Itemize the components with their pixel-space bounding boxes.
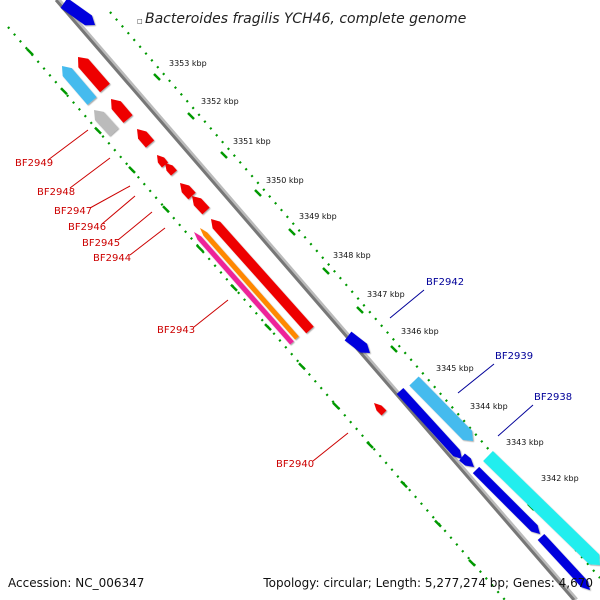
minus-strand-dotted-track <box>7 26 506 600</box>
gene-feature-orange <box>200 228 299 340</box>
kbp-major-tick <box>434 519 442 528</box>
label-leader-line <box>457 363 495 394</box>
kbp-major-tick <box>264 323 272 331</box>
kbp-tick-label: 3345 kbp <box>436 364 474 373</box>
gene-arrow-top-blue <box>60 0 95 26</box>
label-leader-line <box>312 432 349 462</box>
gene-label-bf2940[interactable]: BF2940 <box>276 459 314 470</box>
gene-label-bf2939[interactable]: BF2939 <box>495 351 533 362</box>
kbp-tick-label: 3351 kbp <box>233 137 271 146</box>
kbp-major-tick <box>220 151 228 159</box>
kbp-major-tick <box>60 87 68 96</box>
kbp-major-tick <box>230 283 238 292</box>
gene-feature-lightblue <box>62 66 97 105</box>
gene-features <box>60 0 600 590</box>
kbp-major-tick <box>298 362 306 371</box>
gene-arrow-blue-tail <box>537 533 590 590</box>
gene-feature-gray <box>94 110 119 137</box>
kbp-major-tick <box>162 205 170 214</box>
kbp-major-tick <box>390 345 398 353</box>
gene-feature-lightblue-b <box>409 376 473 441</box>
kbp-tick-label: 3342 kbp <box>541 474 579 483</box>
genome-title: Bacteroides fragilis YCH46, complete gen… <box>145 11 466 27</box>
gene-arrow-bf2945 <box>165 163 177 176</box>
kbp-tick-label: 3348 kbp <box>333 251 371 260</box>
kbp-major-tick <box>128 166 136 174</box>
kbp-tick-label: 3343 kbp <box>506 438 544 447</box>
kbp-tick-label: 3350 kbp <box>266 176 304 185</box>
gene-arrow-bf2947 <box>137 129 155 148</box>
gene-label-bf2949[interactable]: BF2949 <box>15 158 53 169</box>
kbp-major-tick <box>288 228 296 236</box>
title-marker: □ <box>137 18 143 25</box>
kbp-major-tick <box>94 126 102 135</box>
kbp-tick-label: 3344 kbp <box>470 402 508 411</box>
kbp-major-tick <box>196 244 204 253</box>
gene-label-bf2947[interactable]: BF2947 <box>54 206 92 217</box>
gene-feature-cyan <box>483 450 600 565</box>
kbp-major-tick <box>332 401 340 410</box>
label-leader-line <box>47 129 89 161</box>
gene-arrow-bf2940 <box>374 403 387 416</box>
gene-label-bf2946[interactable]: BF2946 <box>68 222 106 233</box>
label-leader-line <box>117 211 153 241</box>
kbp-major-tick <box>254 189 262 197</box>
gene-arrow-bf2944b <box>192 196 210 215</box>
topology-text: Topology: circular; Length: 5,277,274 bp… <box>262 576 593 590</box>
label-leader-line <box>101 195 136 225</box>
gene-arrow-bf2948 <box>111 99 133 123</box>
kbp-major-tick <box>468 559 476 567</box>
kbp-tick-label: 3353 kbp <box>169 59 207 68</box>
genome-axis <box>54 0 576 600</box>
gene-arrow-bf2939 <box>396 387 462 459</box>
gene-labels: BF2949BF2948BF2947BF2946BF2945BF2944BF29… <box>15 129 572 470</box>
kbp-major-tick <box>366 441 374 449</box>
kbp-tick-label: 3352 kbp <box>201 97 239 106</box>
gene-arrow-bf2943 <box>211 219 314 334</box>
kbp-major-tick <box>26 48 34 56</box>
gene-label-bf2943[interactable]: BF2943 <box>157 325 195 336</box>
label-leader-line <box>389 289 425 319</box>
kbp-tick-label: 3347 kbp <box>367 290 405 299</box>
label-leader-line <box>129 227 166 256</box>
gene-label-bf2944[interactable]: BF2944 <box>93 253 131 264</box>
label-leader-line <box>497 404 534 437</box>
gene-arrow-bf2949 <box>78 57 110 93</box>
kbp-major-tick <box>322 267 330 275</box>
genome-axis-shadow <box>56 0 578 600</box>
label-leader-line <box>193 299 229 328</box>
gene-label-bf2938[interactable]: BF2938 <box>534 392 572 403</box>
label-leader-line <box>89 185 131 209</box>
accession-text: Accession: NC_006347 <box>8 576 144 590</box>
kbp-major-tick <box>400 480 408 489</box>
kbp-major-tick <box>187 112 195 120</box>
gene-feature-magenta <box>194 232 294 345</box>
gene-arrow-bf2944 <box>180 183 196 200</box>
kbp-major-tick <box>153 73 161 81</box>
gene-arrow-bf2942 <box>344 331 370 353</box>
label-leader-line <box>69 157 111 189</box>
gene-arrow-small-blue <box>459 453 474 467</box>
kbp-tick-label: 3349 kbp <box>299 212 337 221</box>
kbp-major-tick <box>356 306 364 314</box>
gene-label-bf2948[interactable]: BF2948 <box>37 187 75 198</box>
kbp-tick-label: 3346 kbp <box>401 327 439 336</box>
gene-label-bf2945[interactable]: BF2945 <box>82 238 120 249</box>
gene-arrow-bf2938 <box>472 466 540 534</box>
gene-label-bf2942[interactable]: BF2942 <box>426 277 464 288</box>
